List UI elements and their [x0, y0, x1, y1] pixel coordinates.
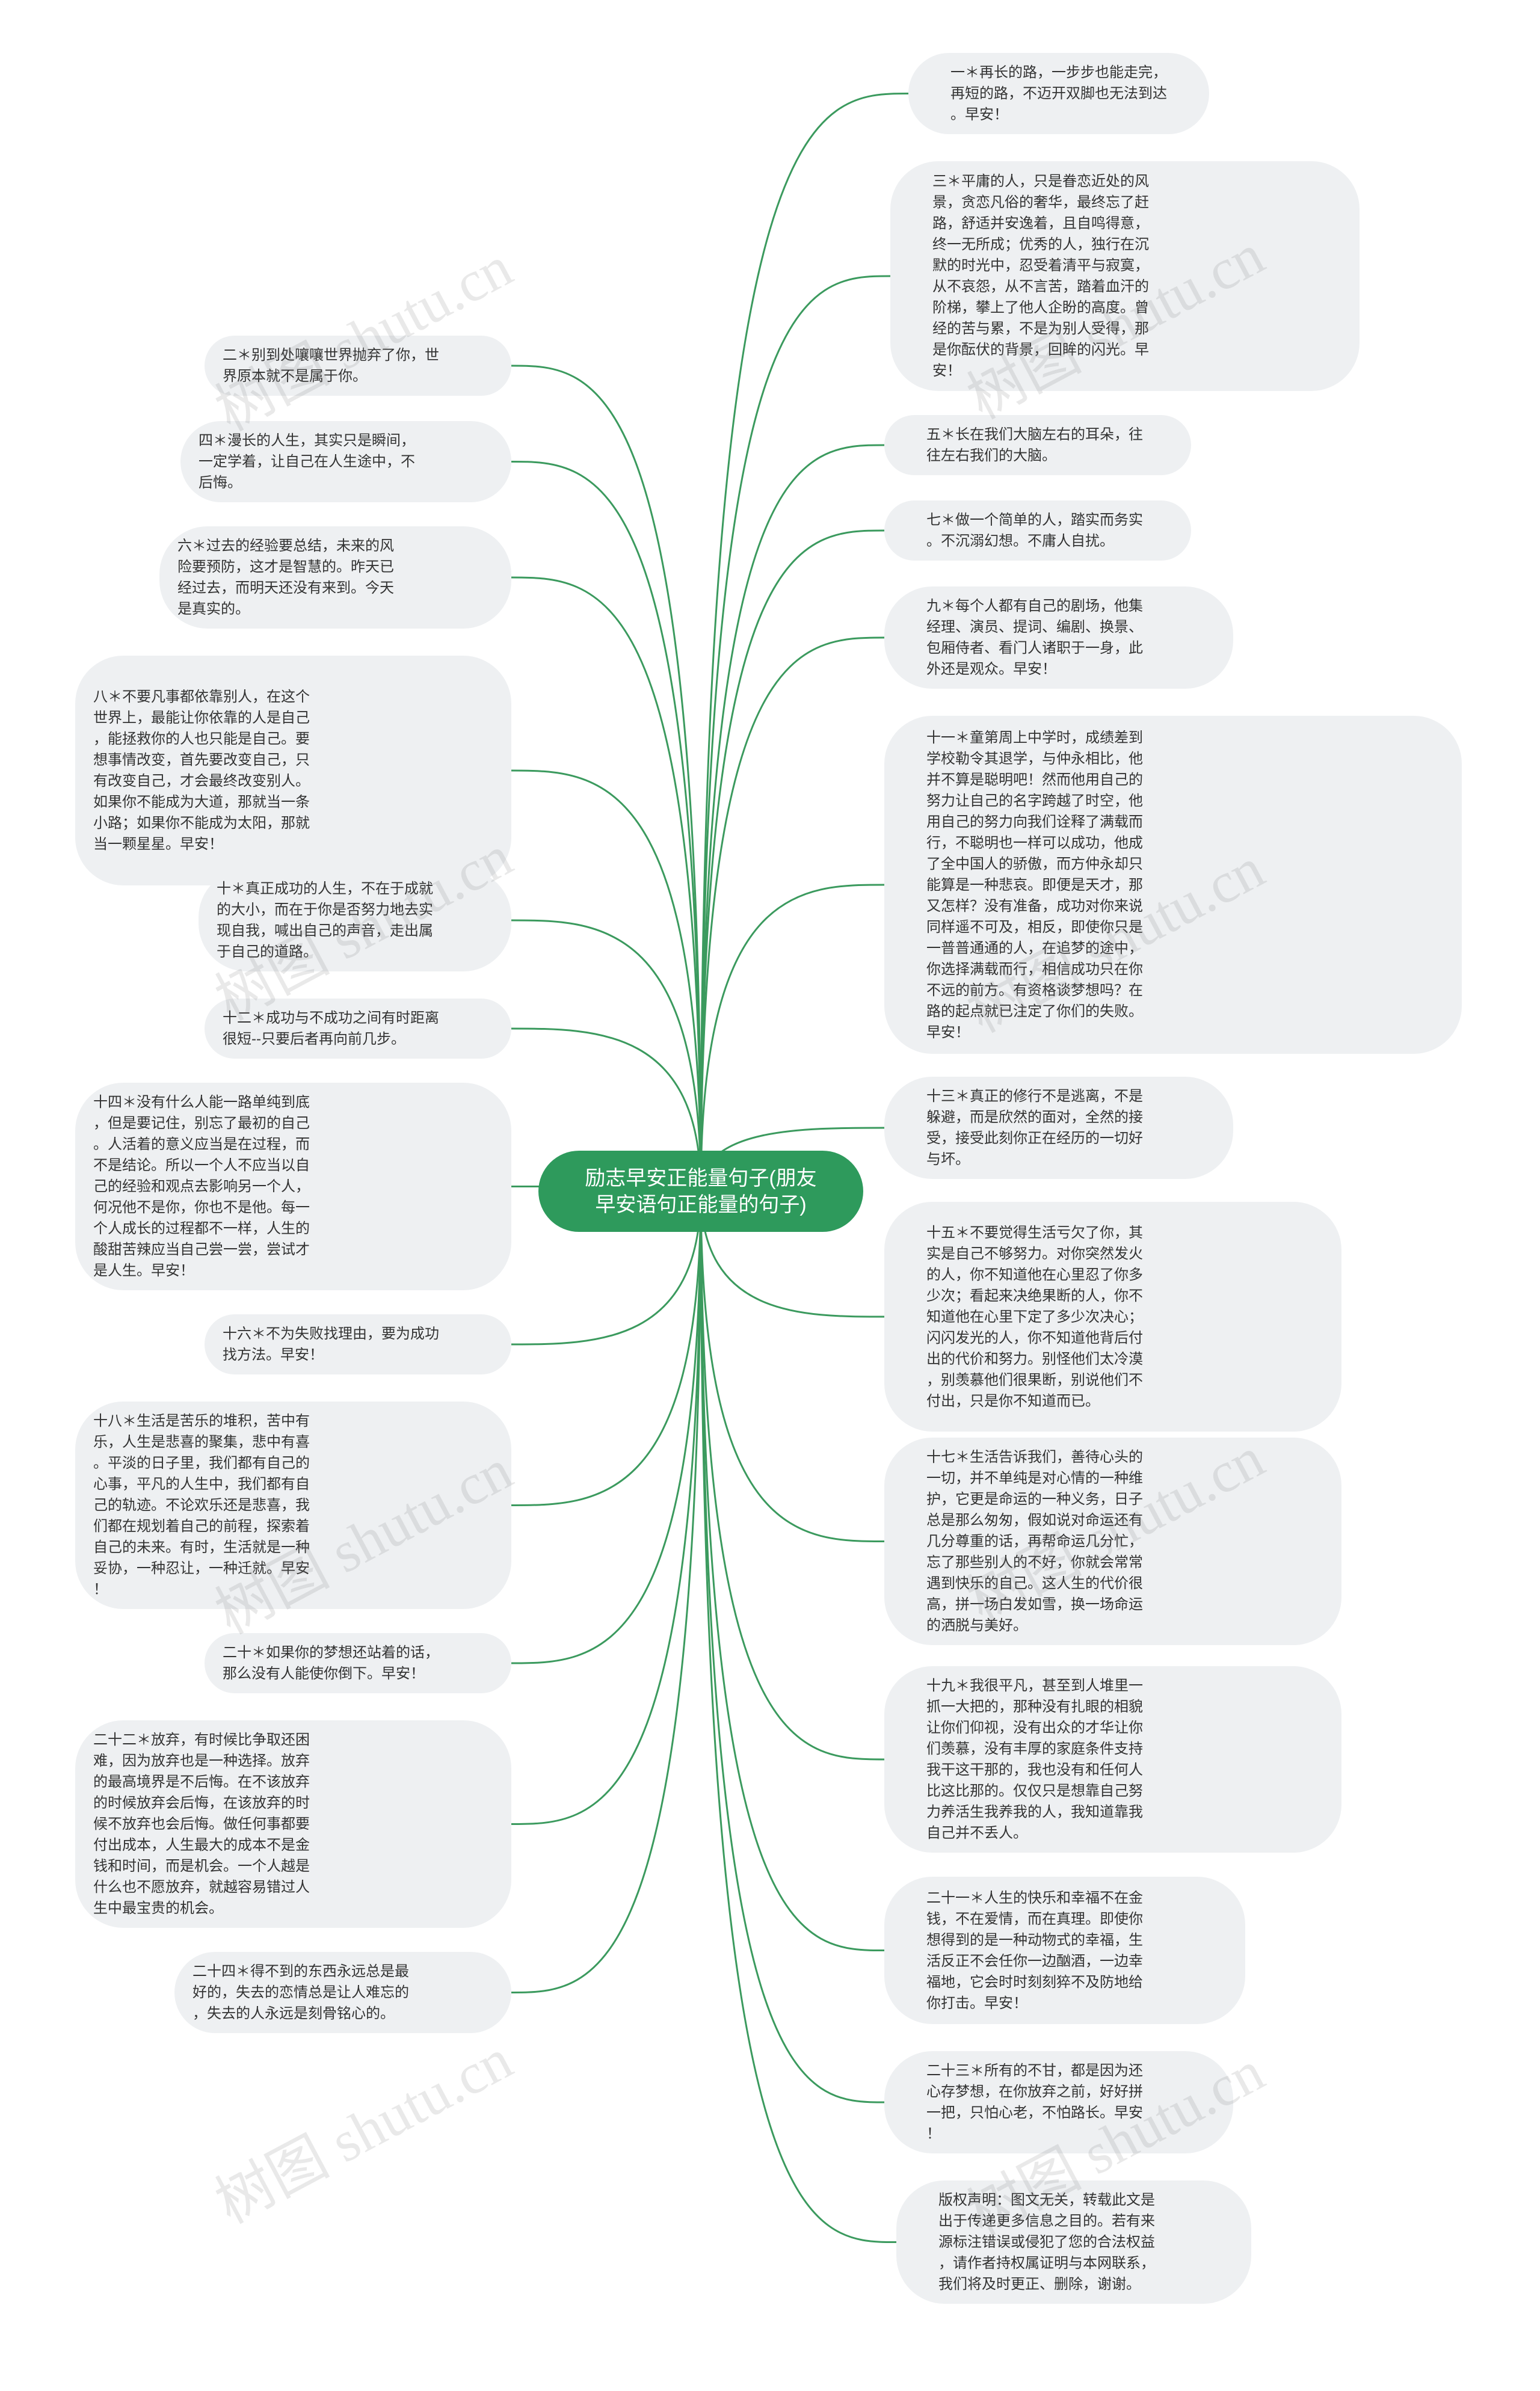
left-branch-node[interactable]: 十＊真正成功的人生，不在于成就 的大小，而在于你是否努力地去实 现自我，喊出自己…: [199, 869, 511, 971]
right-branch-node[interactable]: 十三＊真正的修行不是逃离，不是 躲避，而是欣然的面对，全然的接 受，接受此刻你正…: [884, 1077, 1233, 1179]
right-branch-text: 七＊做一个简单的人，踏实而务实 。不沉溺幻想。不庸人自扰。: [926, 512, 1143, 549]
left-branch-text: 二十四＊得不到的东西永远总是最 好的，失去的恋情总是让人难忘的 ，失去的人永远是…: [192, 1963, 409, 2022]
right-branch-text: 十一＊童第周上中学时，成绩差到 学校勒令其退学，与仲永相比，他 并不算是聪明吧！…: [926, 729, 1143, 1041]
left-branch-text: 二十＊如果你的梦想还站着的话， 那么没有人能使你倒下。早安！: [223, 1645, 439, 1682]
connector-right-7: [700, 1190, 885, 1318]
left-branch-text: 十二＊成功与不成功之间有时距离 很短--只要后者再向前几步。: [223, 1010, 439, 1047]
central-topic-title: 励志早安正能量句子(朋友 早安语句正能量的句子): [585, 1166, 817, 1216]
left-branch-text: 十六＊不为失败找理由，要为成功 找方法。早安！: [223, 1326, 439, 1363]
connector-right-10: [700, 1190, 885, 1951]
connector-left-5: [511, 1027, 702, 1192]
right-branch-node[interactable]: 二十一＊人生的快乐和幸福不在金 钱，不在爱情，而在真理。即使你 想得到的是一种动…: [884, 1877, 1245, 2024]
left-branch-text: 十＊真正成功的人生，不在于成就 的大小，而在于你是否努力地去实 现自我，喊出自己…: [217, 881, 433, 960]
central-topic[interactable]: 励志早安正能量句子(朋友 早安语句正能量的句子): [538, 1151, 863, 1232]
left-branch-text: 八＊不要凡事都依靠别人，在这个 世界上，最能让你依靠的人是自己 ，能拯救你的人也…: [93, 689, 310, 852]
right-branch-text: 二十三＊所有的不甘，都是因为还 心存梦想，在你放弃之前，好好拼 一把，只怕心老，…: [926, 2063, 1143, 2142]
right-branch-text: 五＊长在我们大脑左右的耳朵，往 往左右我们的大脑。: [926, 426, 1143, 464]
right-branch-node[interactable]: 九＊每个人都有自己的剧场，他集 经理、演员、提词、编剧、换景、 包厢侍者、看门人…: [884, 586, 1233, 689]
right-branch-text: 二十一＊人生的快乐和幸福不在金 钱，不在爱情，而在真理。即使你 想得到的是一种动…: [926, 1889, 1143, 2011]
connector-left-2: [511, 576, 702, 1192]
right-branch-text: 九＊每个人都有自己的剧场，他集 经理、演员、提词、编剧、换景、 包厢侍者、看门人…: [926, 598, 1143, 677]
connector-right-1: [700, 275, 891, 1192]
connector-left-7: [511, 1190, 702, 1346]
right-branch-text: 十三＊真正的修行不是逃离，不是 躲避，而是欣然的面对，全然的接 受，接受此刻你正…: [926, 1088, 1143, 1168]
left-branch-node[interactable]: 四＊漫长的人生，其实只是瞬间， 一定学着，让自己在人生途中，不 后悔。: [180, 421, 511, 502]
right-branch-text: 一＊再长的路，一步步也能走完， 再短的路，不迈开双脚也无法到达 。早安！: [950, 64, 1167, 123]
left-branch-node[interactable]: 十四＊没有什么人能一路单纯到底 ，但是要记住，别忘了最初的自己 。人活着的意义应…: [75, 1083, 511, 1290]
right-branch-node[interactable]: 二十三＊所有的不甘，都是因为还 心存梦想，在你放弃之前，好好拼 一把，只怕心老，…: [884, 2051, 1233, 2153]
connector-right-4: [700, 636, 885, 1192]
connector-left-1: [511, 461, 702, 1192]
right-branch-node[interactable]: 七＊做一个简单的人，踏实而务实 。不沉溺幻想。不庸人自扰。: [884, 500, 1191, 561]
left-branch-node[interactable]: 二十四＊得不到的东西永远总是最 好的，失去的恋情总是让人难忘的 ，失去的人永远是…: [174, 1952, 511, 2033]
left-branch-node[interactable]: 八＊不要凡事都依靠别人，在这个 世界上，最能让你依靠的人是自己 ，能拯救你的人也…: [75, 656, 511, 885]
right-branch-node[interactable]: 版权声明：图文无关，转载此文是 出于传递更多信息之目的。若有来 源标注错误或侵犯…: [896, 2180, 1251, 2304]
left-branch-text: 十八＊生活是苦乐的堆积，苦中有 乐，人生是悲喜的聚集，悲中有喜 。平淡的日子里，…: [93, 1413, 310, 1598]
right-branch-node[interactable]: 十五＊不要觉得生活亏欠了你，其 实是自己不够努力。对你突然发火 的人，你不知道他…: [884, 1202, 1341, 1432]
left-branch-node[interactable]: 十八＊生活是苦乐的堆积，苦中有 乐，人生是悲喜的聚集，悲中有喜 。平淡的日子里，…: [75, 1402, 511, 1609]
right-branch-text: 版权声明：图文无关，转载此文是 出于传递更多信息之目的。若有来 源标注错误或侵犯…: [938, 2192, 1155, 2292]
right-branch-node[interactable]: 十七＊生活告诉我们，善待心头的 一切，并不单纯是对心情的一种维 护，它更是命运的…: [884, 1438, 1341, 1645]
left-branch-node[interactable]: 六＊过去的经验要总结，未来的风 险要预防，这才是智慧的。昨天已 经过去，而明天还…: [159, 526, 511, 629]
right-branch-node[interactable]: 十一＊童第周上中学时，成绩差到 学校勒令其退学，与仲永相比，他 并不算是聪明吧！…: [884, 716, 1462, 1054]
right-branch-text: 三＊平庸的人，只是眷恋近处的风 景，贪恋凡俗的奢华，最终忘了赶 路，舒适并安逸着…: [932, 173, 1149, 379]
right-branch-text: 十七＊生活告诉我们，善待心头的 一切，并不单纯是对心情的一种维 护，它更是命运的…: [926, 1449, 1143, 1634]
connector-right-2: [700, 444, 885, 1192]
left-branch-text: 四＊漫长的人生，其实只是瞬间， 一定学着，让自己在人生途中，不 后悔。: [199, 432, 415, 491]
left-branch-text: 二十二＊放弃，有时候比争取还困 难，因为放弃也是一种选择。放弃 的最高境界是不后…: [93, 1732, 310, 1916]
connector-left-10: [511, 1190, 702, 1825]
left-branch-node[interactable]: 二十二＊放弃，有时候比争取还困 难，因为放弃也是一种选择。放弃 的最高境界是不后…: [75, 1720, 511, 1928]
connector-left-9: [511, 1190, 702, 1664]
left-branch-node[interactable]: 二＊别到处嚷嚷世界抛弃了你，世 界原本就不是属于你。: [205, 336, 511, 396]
right-branch-node[interactable]: 三＊平庸的人，只是眷恋近处的风 景，贪恋凡俗的奢华，最终忘了赶 路，舒适并安逸着…: [890, 161, 1360, 391]
connector-left-11: [511, 1190, 702, 1993]
left-branch-node[interactable]: 二十＊如果你的梦想还站着的话， 那么没有人能使你倒下。早安！: [205, 1633, 511, 1693]
connector-right-5: [700, 884, 885, 1192]
connector-left-3: [511, 769, 702, 1192]
right-branch-node[interactable]: 十九＊我很平凡，甚至到人堆里一 抓一大把的，那种没有扎眼的相貌 让你们仰视，没有…: [884, 1666, 1341, 1853]
connector-right-3: [700, 529, 885, 1192]
connector-left-0: [511, 365, 702, 1192]
connector-right-11: [700, 1190, 885, 2103]
left-branch-text: 十四＊没有什么人能一路单纯到底 ，但是要记住，别忘了最初的自己 。人活着的意义应…: [93, 1094, 310, 1279]
connector-right-9: [700, 1190, 885, 1761]
connector-left-8: [511, 1190, 702, 1506]
left-branch-node[interactable]: 十二＊成功与不成功之间有时距离 很短--只要后者再向前几步。: [205, 999, 511, 1059]
connector-left-4: [511, 919, 702, 1192]
right-branch-node[interactable]: 一＊再长的路，一步步也能走完， 再短的路，不迈开双脚也无法到达 。早安！: [908, 53, 1209, 134]
left-branch-node[interactable]: 十六＊不为失败找理由，要为成功 找方法。早安！: [205, 1314, 511, 1374]
right-branch-text: 十九＊我很平凡，甚至到人堆里一 抓一大把的，那种没有扎眼的相貌 让你们仰视，没有…: [926, 1678, 1143, 1841]
connector-right-8: [700, 1190, 885, 1542]
connector-right-0: [700, 93, 909, 1192]
right-branch-text: 十五＊不要觉得生活亏欠了你，其 实是自己不够努力。对你突然发火 的人，你不知道他…: [926, 1224, 1143, 1409]
left-branch-text: 六＊过去的经验要总结，未来的风 险要预防，这才是智慧的。昨天已 经过去，而明天还…: [177, 538, 394, 617]
right-branch-node[interactable]: 五＊长在我们大脑左右的耳朵，往 往左右我们的大脑。: [884, 415, 1191, 475]
left-branch-text: 二＊别到处嚷嚷世界抛弃了你，世 界原本就不是属于你。: [223, 347, 439, 384]
connector-right-12: [700, 1190, 897, 2243]
